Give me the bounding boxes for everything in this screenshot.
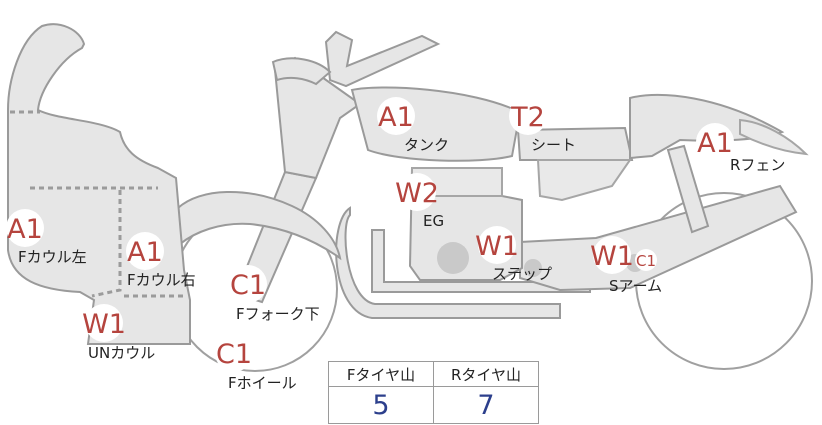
rear-tire-tread-header: Rタイヤ山 <box>433 361 539 387</box>
part-engine[interactable]: W2 EG <box>395 173 444 230</box>
part-label: タンク <box>404 136 449 154</box>
part-code: A1 <box>127 237 163 268</box>
part-code: W1 <box>590 241 634 272</box>
part-label: EG <box>423 212 444 230</box>
part-swing-arm[interactable]: W1 C1 Sアーム <box>590 236 662 295</box>
handlebar-shape[interactable] <box>324 30 441 88</box>
part-code: T2 <box>510 102 545 133</box>
part-r-fender[interactable]: A1 Rフェン <box>696 123 785 174</box>
part-label: Fフォーク下 <box>236 305 320 323</box>
part-f-wheel[interactable]: C1 Fホイール <box>215 334 297 392</box>
part-f-cowl-right[interactable]: A1 Fカウル右 <box>126 232 196 289</box>
part-f-cowl-left[interactable]: A1 Fカウル左 <box>6 209 87 266</box>
swing-arm-shape[interactable] <box>519 184 798 292</box>
step-peg-dot <box>524 259 542 277</box>
part-label: Fホイール <box>228 374 297 392</box>
front-tire-tread-header: Fタイヤ山 <box>328 361 434 387</box>
part-code: W1 <box>475 231 519 262</box>
part-code: A1 <box>697 128 733 159</box>
meter-shape[interactable] <box>271 57 332 86</box>
part-label: UNカウル <box>88 344 155 362</box>
exhaust-pipe-shape[interactable] <box>335 206 561 319</box>
part-tank[interactable]: A1 タンク <box>377 97 449 154</box>
part-code: A1 <box>7 214 43 245</box>
rear-shock-shape[interactable] <box>666 144 710 234</box>
part-label: ステップ <box>492 265 552 283</box>
part-step[interactable]: W1 ステップ <box>475 226 552 283</box>
engine-cover-dot <box>437 242 469 274</box>
part-code: W1 <box>82 309 126 340</box>
tire-tread-table: Fタイヤ山 Rタイヤ山 5 7 <box>328 361 539 424</box>
part-label: シート <box>531 136 576 154</box>
fairing-seam-vertical <box>91 190 122 298</box>
part-label: Fカウル左 <box>18 248 87 266</box>
part-code: C1 <box>216 339 252 370</box>
part-code: C1 <box>230 270 266 301</box>
part-label: Sアーム <box>609 277 662 295</box>
rear-fender-shape[interactable] <box>739 118 809 156</box>
part-code: A1 <box>378 102 414 133</box>
rear-tire-tread-value: 7 <box>433 386 539 424</box>
part-label: Rフェン <box>730 156 785 174</box>
part-f-fork-lower[interactable]: C1 Fフォーク下 <box>229 265 320 323</box>
part-code: W2 <box>395 178 439 209</box>
side-cover-shape[interactable] <box>536 159 632 202</box>
tire-tread-header-row: Fタイヤ山 Rタイヤ山 <box>328 361 539 387</box>
front-tire-tread-value: 5 <box>328 386 434 424</box>
part-code-secondary: C1 <box>636 252 656 270</box>
tire-tread-value-row: 5 7 <box>328 386 539 424</box>
part-seat[interactable]: T2 シート <box>509 97 576 154</box>
front-fender-shape[interactable] <box>176 191 342 261</box>
seat-shape[interactable] <box>516 126 634 161</box>
part-label: Fカウル右 <box>127 271 196 289</box>
part-un-cowl[interactable]: W1 UNカウル <box>82 304 155 362</box>
